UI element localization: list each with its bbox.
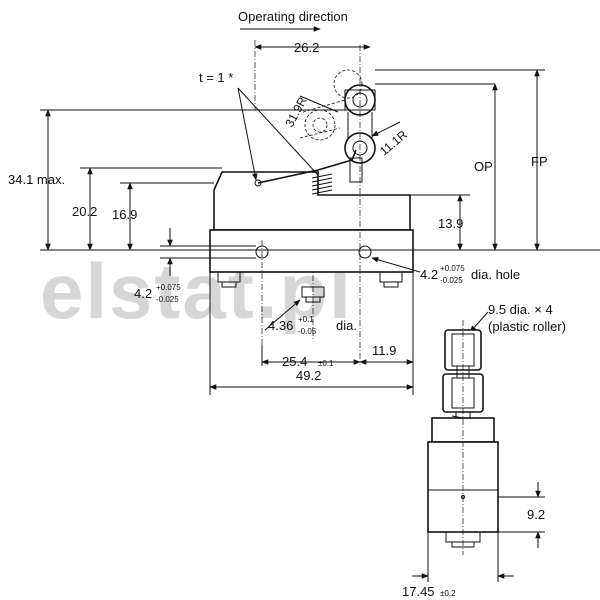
mounting-hole-right <box>358 245 372 259</box>
front-view: Operating direction 26.2 t = 1 * 31.9R 1… <box>8 9 600 395</box>
plunger <box>349 157 363 183</box>
dim-26-2: 26.2 <box>294 40 319 55</box>
hole-dim-suffix: dia. hole <box>471 267 520 282</box>
lever-pivot <box>254 179 262 187</box>
pin-dia-sub: -0.05 <box>298 327 317 336</box>
dim-25-4-tol: ±0.1 <box>318 359 334 368</box>
hole-dim-sup: +0.075 <box>440 264 465 273</box>
dim-9-2: 9.2 <box>527 507 545 522</box>
housing-top <box>213 171 411 231</box>
pin-dia-main: 4.36 <box>268 318 293 333</box>
roller-label-line-1: 9.5 dia. × 4 <box>488 302 553 317</box>
lever-arm <box>257 149 357 184</box>
hole-dim-sub: -0.025 <box>440 276 463 285</box>
dim-31-9r: 31.9R <box>282 94 310 129</box>
roller-label-line-2: (plastic roller) <box>488 319 566 334</box>
left-hole-main: 4.2 <box>134 286 152 301</box>
dim-17-45-tol: ±0.2 <box>440 589 456 598</box>
roller-alt-position-2 <box>333 69 363 99</box>
left-hole-sub: -0.025 <box>156 295 179 304</box>
dim-op: OP <box>474 159 493 174</box>
thickness-label: t = 1 * <box>199 70 233 85</box>
pin-dia-sup: +0.1 <box>298 315 314 324</box>
left-hole-sup: +0.075 <box>156 283 181 292</box>
roller-alt-position-1 <box>304 109 336 141</box>
pin-dia-suffix: dia. <box>336 318 357 333</box>
hinge-spring <box>311 173 333 195</box>
dim-20-2: 20.2 <box>72 204 97 219</box>
dim-25-4: 25.4 <box>282 354 307 369</box>
dim-49-2: 49.2 <box>296 368 321 383</box>
terminals <box>217 271 403 303</box>
operating-direction-label: Operating direction <box>238 9 348 24</box>
dim-17-45: 17.45 <box>402 584 435 599</box>
housing-body <box>209 229 414 273</box>
dim-11-1r: 11.1R <box>377 127 410 158</box>
dim-16-9: 16.9 <box>112 207 137 222</box>
dim-13-9: 13.9 <box>438 216 463 231</box>
dim-34-1-max: 34.1 max. <box>8 172 65 187</box>
dim-11-9: 11.9 <box>372 343 396 358</box>
hole-dim-main: 4.2 <box>420 267 438 282</box>
dim-fp: FP <box>531 154 548 169</box>
side-view: 9.5 dia. × 4 (plastic roller) <box>402 302 566 599</box>
